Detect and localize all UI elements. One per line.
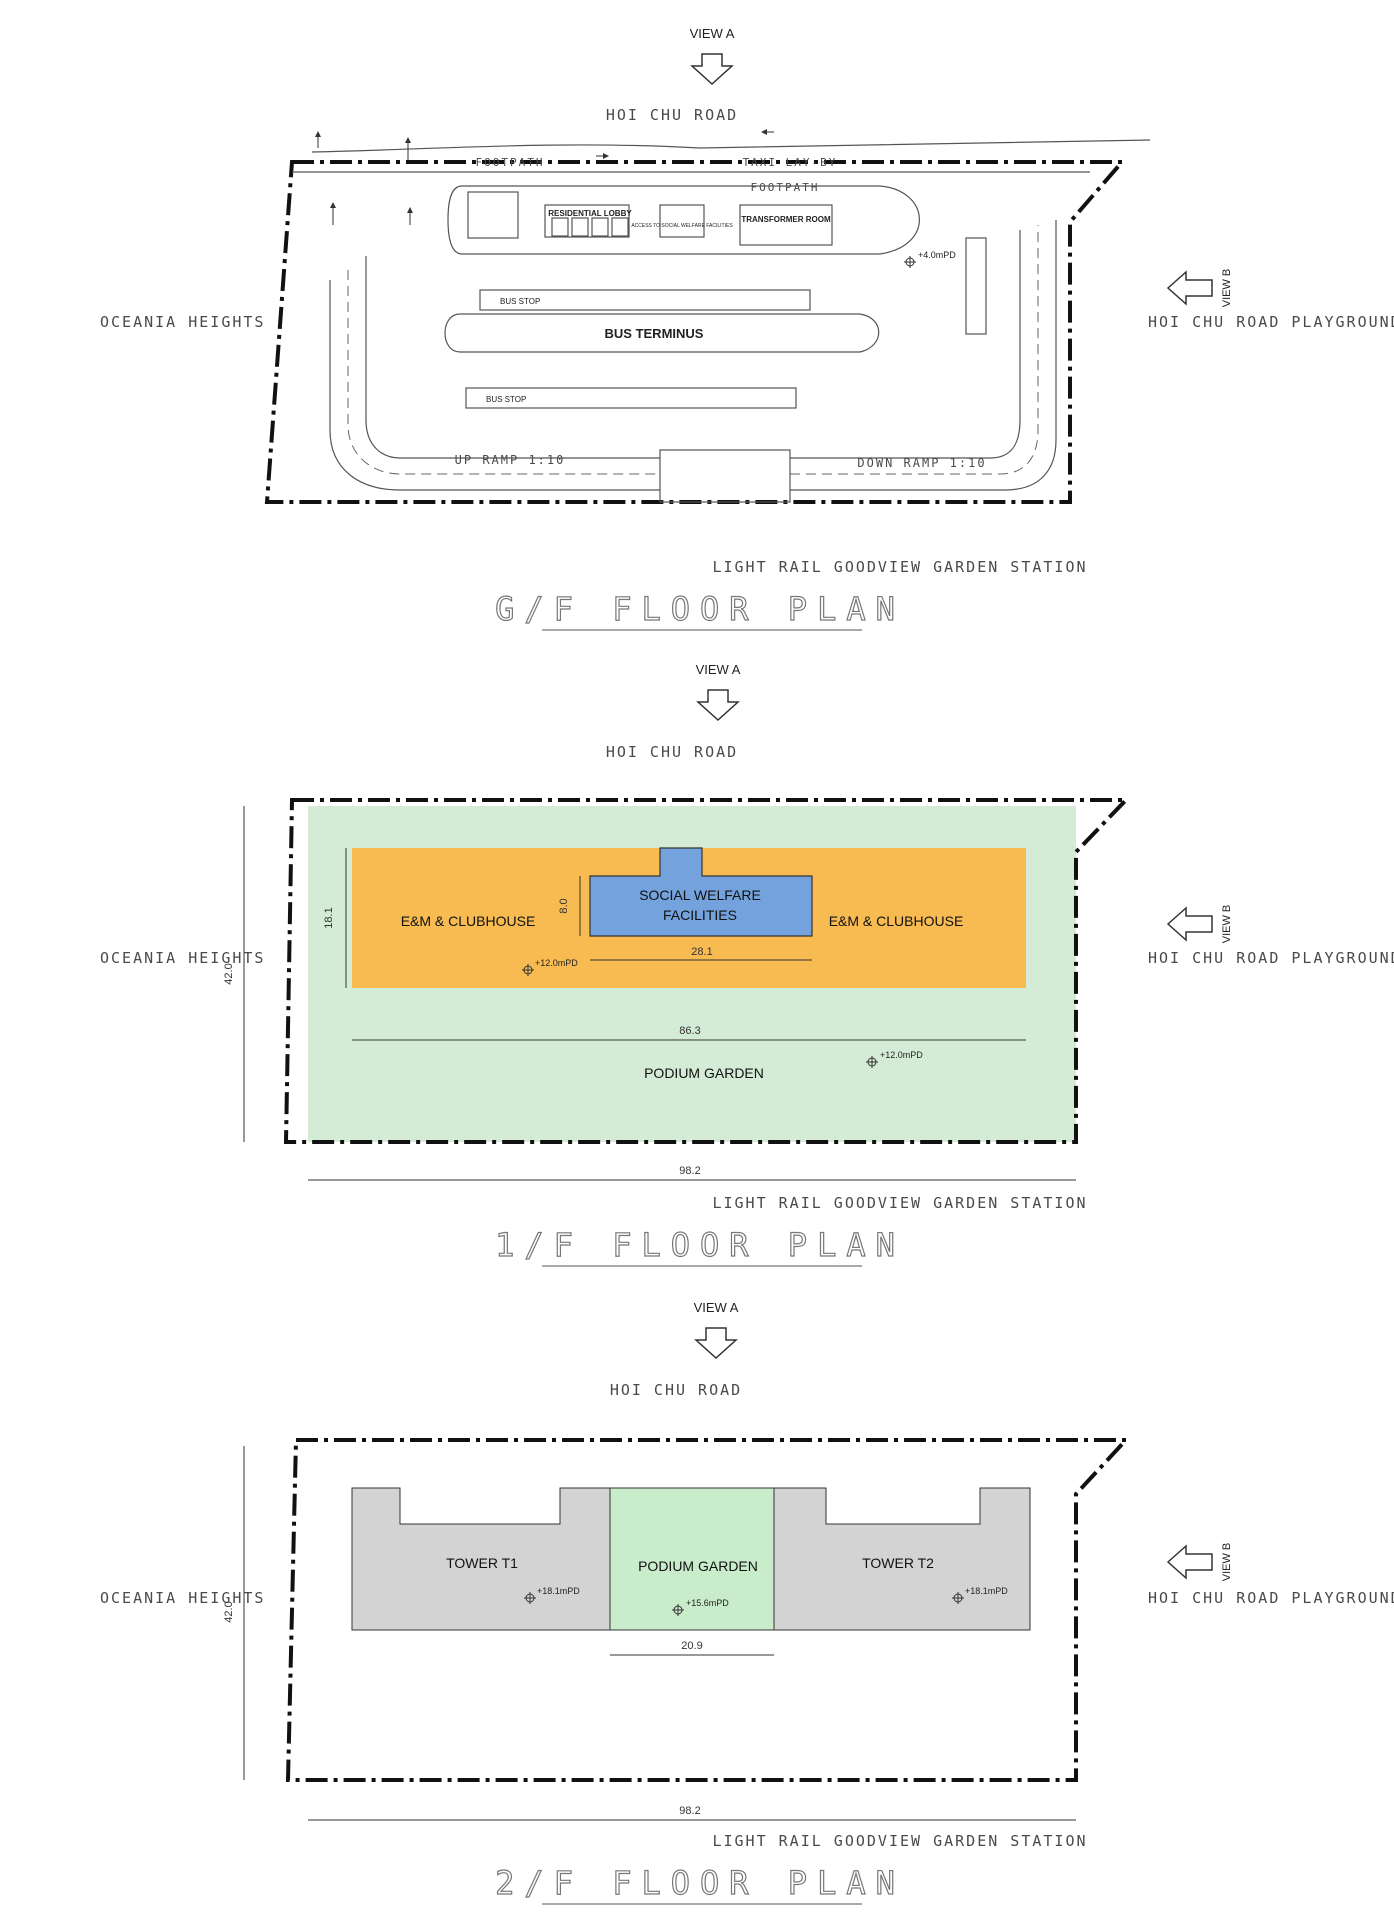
social-welfare-label-line2: FACILITIES	[663, 907, 737, 923]
transformer-room-box	[739, 204, 833, 246]
building-outline	[447, 185, 920, 255]
f2-title: 2/F FLOOR PLAN	[495, 1864, 905, 1902]
f2-level-garden: +15.6mPD	[686, 1598, 729, 1608]
east-label-3: HOI CHU ROAD PLAYGROUND	[1148, 1589, 1394, 1607]
footpath-top-label: FOOTPATH	[476, 156, 545, 169]
view-a-arrow-icon	[690, 53, 734, 86]
west-label: OCEANIA HEIGHTS	[100, 313, 265, 331]
dim-site-width-label-2: 98.2	[679, 1805, 700, 1817]
bus-stop-east	[965, 237, 987, 335]
dim-site-height-label-2: 42.0	[223, 1601, 235, 1622]
down-ramp-label: DOWN RAMP 1:10	[857, 456, 986, 470]
lift	[551, 217, 569, 237]
residential-lobby-label: RESIDENTIAL LOBBY	[548, 209, 632, 218]
tower-t1-block	[351, 1487, 611, 1631]
tower-t1-label: TOWER T1	[446, 1555, 518, 1571]
north-road-label: HOI CHU ROAD	[606, 106, 738, 124]
north-road-label-3: HOI CHU ROAD	[610, 1381, 742, 1399]
ramp-outer-west	[329, 280, 660, 491]
bus-island	[444, 313, 880, 353]
site-boundary-3	[285, 1438, 1131, 1782]
ramp-gap	[659, 449, 791, 503]
view-b-arrow-icon	[1166, 270, 1213, 306]
level-marker-icon	[904, 256, 916, 268]
ramp-centre-line-east	[790, 225, 1039, 475]
tower-t2-block	[773, 1487, 1031, 1631]
lobby-box	[544, 204, 630, 238]
ramp-centre-line	[347, 270, 660, 475]
tower-t2-label: TOWER T2	[862, 1555, 934, 1571]
bus-stop-label-2: BUS STOP	[486, 395, 526, 404]
f1-level-2: +12.0mPD	[880, 1050, 923, 1060]
gf-title: G/F FLOOR PLAN	[495, 590, 905, 628]
view-b-arrow-icon	[1166, 1544, 1213, 1580]
f1-title: 1/F FLOOR PLAN	[495, 1226, 905, 1264]
view-a-label-3: VIEW A	[694, 1300, 739, 1315]
south-label-3: LIGHT RAIL GOODVIEW GARDEN STATION	[712, 1832, 1087, 1850]
f2-level-t2: +18.1mPD	[965, 1586, 1008, 1596]
gf-level-label: +4.0mPD	[918, 250, 956, 260]
social-welfare-access-box	[659, 204, 705, 238]
level-marker-icon	[866, 1056, 878, 1068]
view-a-arrow-icon	[696, 689, 740, 722]
footpath-label: FOOTPATH	[751, 181, 820, 194]
lift	[591, 217, 609, 237]
site-boundary-2	[283, 798, 1131, 1144]
east-label: HOI CHU ROAD PLAYGROUND	[1148, 313, 1394, 331]
site-boundary	[264, 160, 1127, 504]
view-b-arrow-icon	[1166, 906, 1213, 942]
lift	[611, 217, 629, 237]
f1-level-1: +12.0mPD	[535, 958, 578, 968]
bus-bay-upper	[479, 289, 811, 311]
staircase	[467, 191, 519, 239]
road-edge	[311, 139, 1151, 153]
ramp-outer-east	[790, 220, 1057, 491]
em-clubhouse-east-label: E&M & CLUBHOUSE	[829, 913, 964, 929]
social-welfare-access-label: ACCESS TO SOCIAL WELFARE FACILITIES	[631, 223, 733, 229]
dim-block-width-label: 86.3	[679, 1025, 700, 1037]
ramp-inner-east	[790, 230, 1021, 459]
dim-garden-width-label: 20.9	[681, 1640, 702, 1652]
view-a-label: VIEW A	[690, 26, 735, 41]
social-welfare-label-line1: SOCIAL WELFARE	[639, 887, 761, 903]
view-a-label-2: VIEW A	[696, 662, 741, 677]
transformer-room-label: TRANSFORMER ROOM	[741, 215, 831, 224]
dim-sw-width-label: 28.1	[691, 946, 712, 958]
dim-height-label: 18.1	[323, 907, 335, 928]
west-label-2: OCEANIA HEIGHTS	[100, 949, 265, 967]
taxi-lay-by-label: TAXI LAY-BY	[743, 156, 838, 169]
dim-site-width-label: 98.2	[679, 1165, 700, 1177]
view-b-label-3: VIEW B	[1221, 1543, 1233, 1582]
f2-level-t1: +18.1mPD	[537, 1586, 580, 1596]
level-marker-icon	[524, 1592, 536, 1604]
podium-garden-2f-block	[609, 1487, 775, 1631]
up-ramp-label: UP RAMP 1:10	[455, 453, 566, 467]
dim-sw-height-label: 8.0	[558, 898, 570, 913]
lift	[571, 217, 589, 237]
view-b-label-2: VIEW B	[1221, 905, 1233, 944]
bus-bay-lower	[465, 387, 797, 409]
podium-garden-2f-label: PODIUM GARDEN	[638, 1558, 758, 1574]
bus-terminus-label: BUS TERMINUS	[605, 326, 704, 341]
f2-floor-plan: VIEW A HOI CHU ROAD TOWER T1 PODIUM GARD…	[100, 1300, 1394, 1905]
gf-floor-plan: VIEW A HOI CHU ROAD FOOTPATH TAXI LAY-BY…	[100, 26, 1394, 631]
west-label-3: OCEANIA HEIGHTS	[100, 1589, 265, 1607]
em-clubhouse-west-label: E&M & CLUBHOUSE	[401, 913, 536, 929]
bus-stop-label: BUS STOP	[500, 297, 540, 306]
south-label: LIGHT RAIL GOODVIEW GARDEN STATION	[712, 558, 1087, 576]
north-road-label-2: HOI CHU ROAD	[606, 743, 738, 761]
view-a-arrow-icon	[694, 1327, 738, 1360]
social-welfare-block	[589, 847, 813, 937]
podium-garden-label: PODIUM GARDEN	[644, 1065, 764, 1081]
south-label-2: LIGHT RAIL GOODVIEW GARDEN STATION	[712, 1194, 1087, 1212]
east-label-2: HOI CHU ROAD PLAYGROUND	[1148, 949, 1394, 967]
level-marker-icon	[672, 1604, 684, 1616]
dim-site-height-label: 42.0	[223, 963, 235, 984]
view-b-label: VIEW B	[1221, 269, 1233, 308]
ramp-inner-west	[365, 256, 660, 459]
level-marker-icon	[952, 1592, 964, 1604]
f1-floor-plan: VIEW A HOI CHU ROAD E&M & CLUBHOUSE E&M …	[100, 662, 1394, 1267]
level-marker-icon	[522, 964, 534, 976]
